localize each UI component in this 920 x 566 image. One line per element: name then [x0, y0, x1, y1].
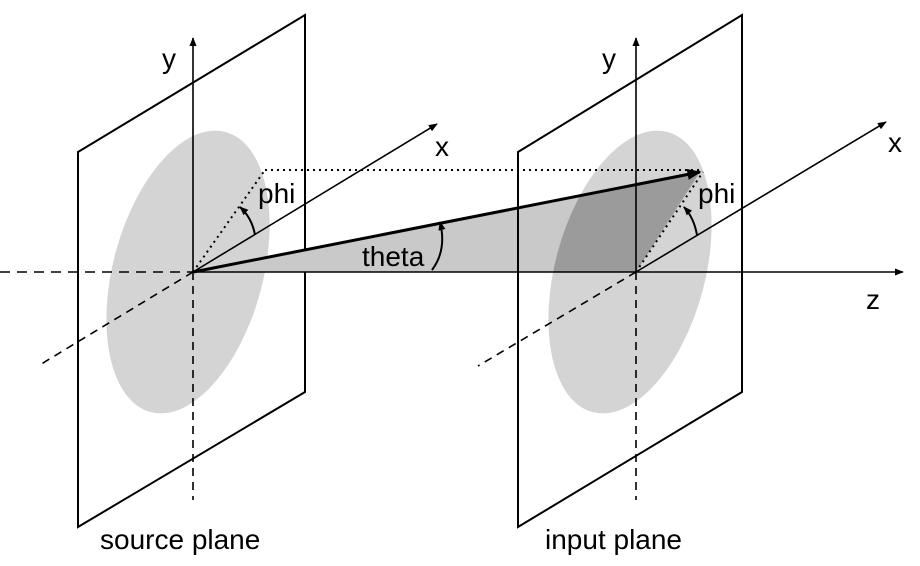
input-y-label: y — [602, 43, 616, 74]
theta-label: theta — [362, 241, 425, 272]
source-phi-arc — [239, 206, 256, 236]
source-phi-label: phi — [258, 178, 295, 209]
input-phi-label: phi — [698, 178, 735, 209]
input-plane-frame — [517, 13, 743, 529]
source-x-label: x — [435, 131, 449, 162]
z-label: z — [866, 284, 880, 315]
input-x-label: x — [888, 127, 902, 158]
input-x-axis-negative — [477, 271, 637, 367]
input-phi-projection-line — [635, 171, 704, 273]
input-plane-caption: input plane — [545, 524, 682, 555]
source-y-label: y — [162, 43, 176, 74]
ray-vector — [192, 168, 702, 274]
input-phi-arc — [683, 206, 698, 236]
theta-arc — [431, 221, 446, 271]
input-x-axis — [635, 121, 887, 273]
source-x-axis — [192, 123, 438, 273]
source-plane-caption: source plane — [100, 524, 260, 555]
source-x-axis-negative — [37, 271, 194, 367]
source-plane-frame — [77, 13, 306, 529]
